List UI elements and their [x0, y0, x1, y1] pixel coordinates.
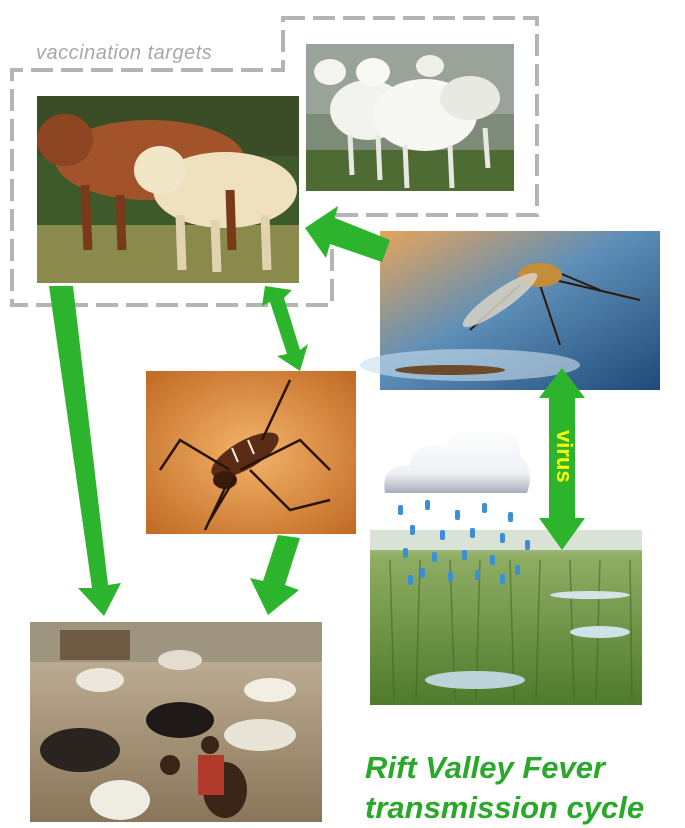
virus-label: virus	[547, 430, 587, 510]
rain-cloud-icon	[384, 428, 529, 493]
vaccination-targets-label: vaccination targets	[36, 42, 212, 65]
arrow-aedes-to-camp	[250, 535, 300, 615]
cattle-photo	[37, 96, 299, 283]
mosquito-eggs-photo	[360, 231, 660, 390]
virus-label-text: virus	[551, 430, 577, 483]
diagram-title: Rift Valley Fever transmission cycle	[365, 748, 644, 828]
title-line-1: Rift Valley Fever	[365, 748, 644, 788]
arrow-cattle-to-camp	[49, 286, 121, 616]
title-line-2: transmission cycle	[365, 788, 644, 828]
aedes-mosquito-photo	[146, 371, 356, 534]
flooded-grassland-photo	[370, 530, 642, 705]
sheep-photo	[306, 44, 514, 191]
herd-camp-photo	[30, 622, 322, 822]
arrow-cattle-aedes	[262, 286, 308, 371]
